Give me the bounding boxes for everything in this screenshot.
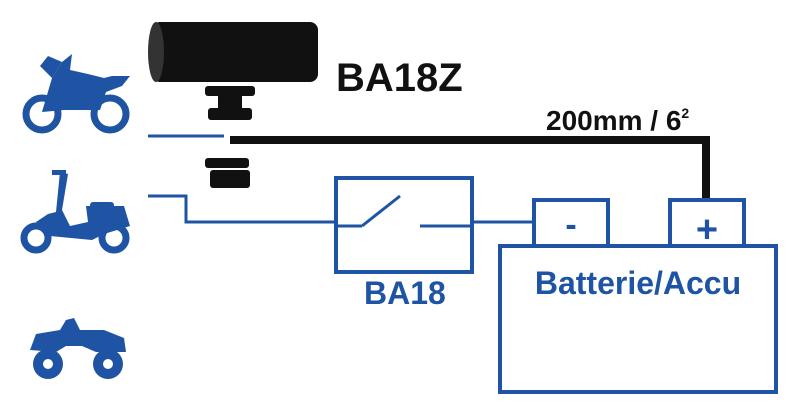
quad-atv-icon (30, 318, 126, 379)
battery: - + Batterie/Accu (498, 198, 778, 394)
device-lower-contact (205, 158, 249, 168)
plus-sign: + (696, 209, 718, 251)
switch-lever (361, 194, 401, 228)
device-upper-contact (205, 86, 255, 96)
device-cylinder-end (148, 22, 164, 82)
minus-sign: - (565, 206, 576, 244)
battery-label: Batterie/Accu (535, 265, 741, 301)
motorcycle-icon (22, 54, 130, 134)
black-power-wire (230, 136, 710, 200)
ba18-switch-box (334, 176, 474, 274)
battery-plus-terminal (668, 198, 746, 248)
ba18z-device (148, 22, 318, 188)
device-cylinder-body (152, 22, 318, 82)
device-title: BA18Z (336, 56, 463, 100)
battery-body (498, 244, 778, 394)
wire-spec-label: 200mm / 62 (546, 105, 689, 136)
scooter-icon (20, 170, 130, 254)
blue-wire-to-switch (148, 194, 336, 224)
switch-label: BA18 (364, 275, 446, 311)
